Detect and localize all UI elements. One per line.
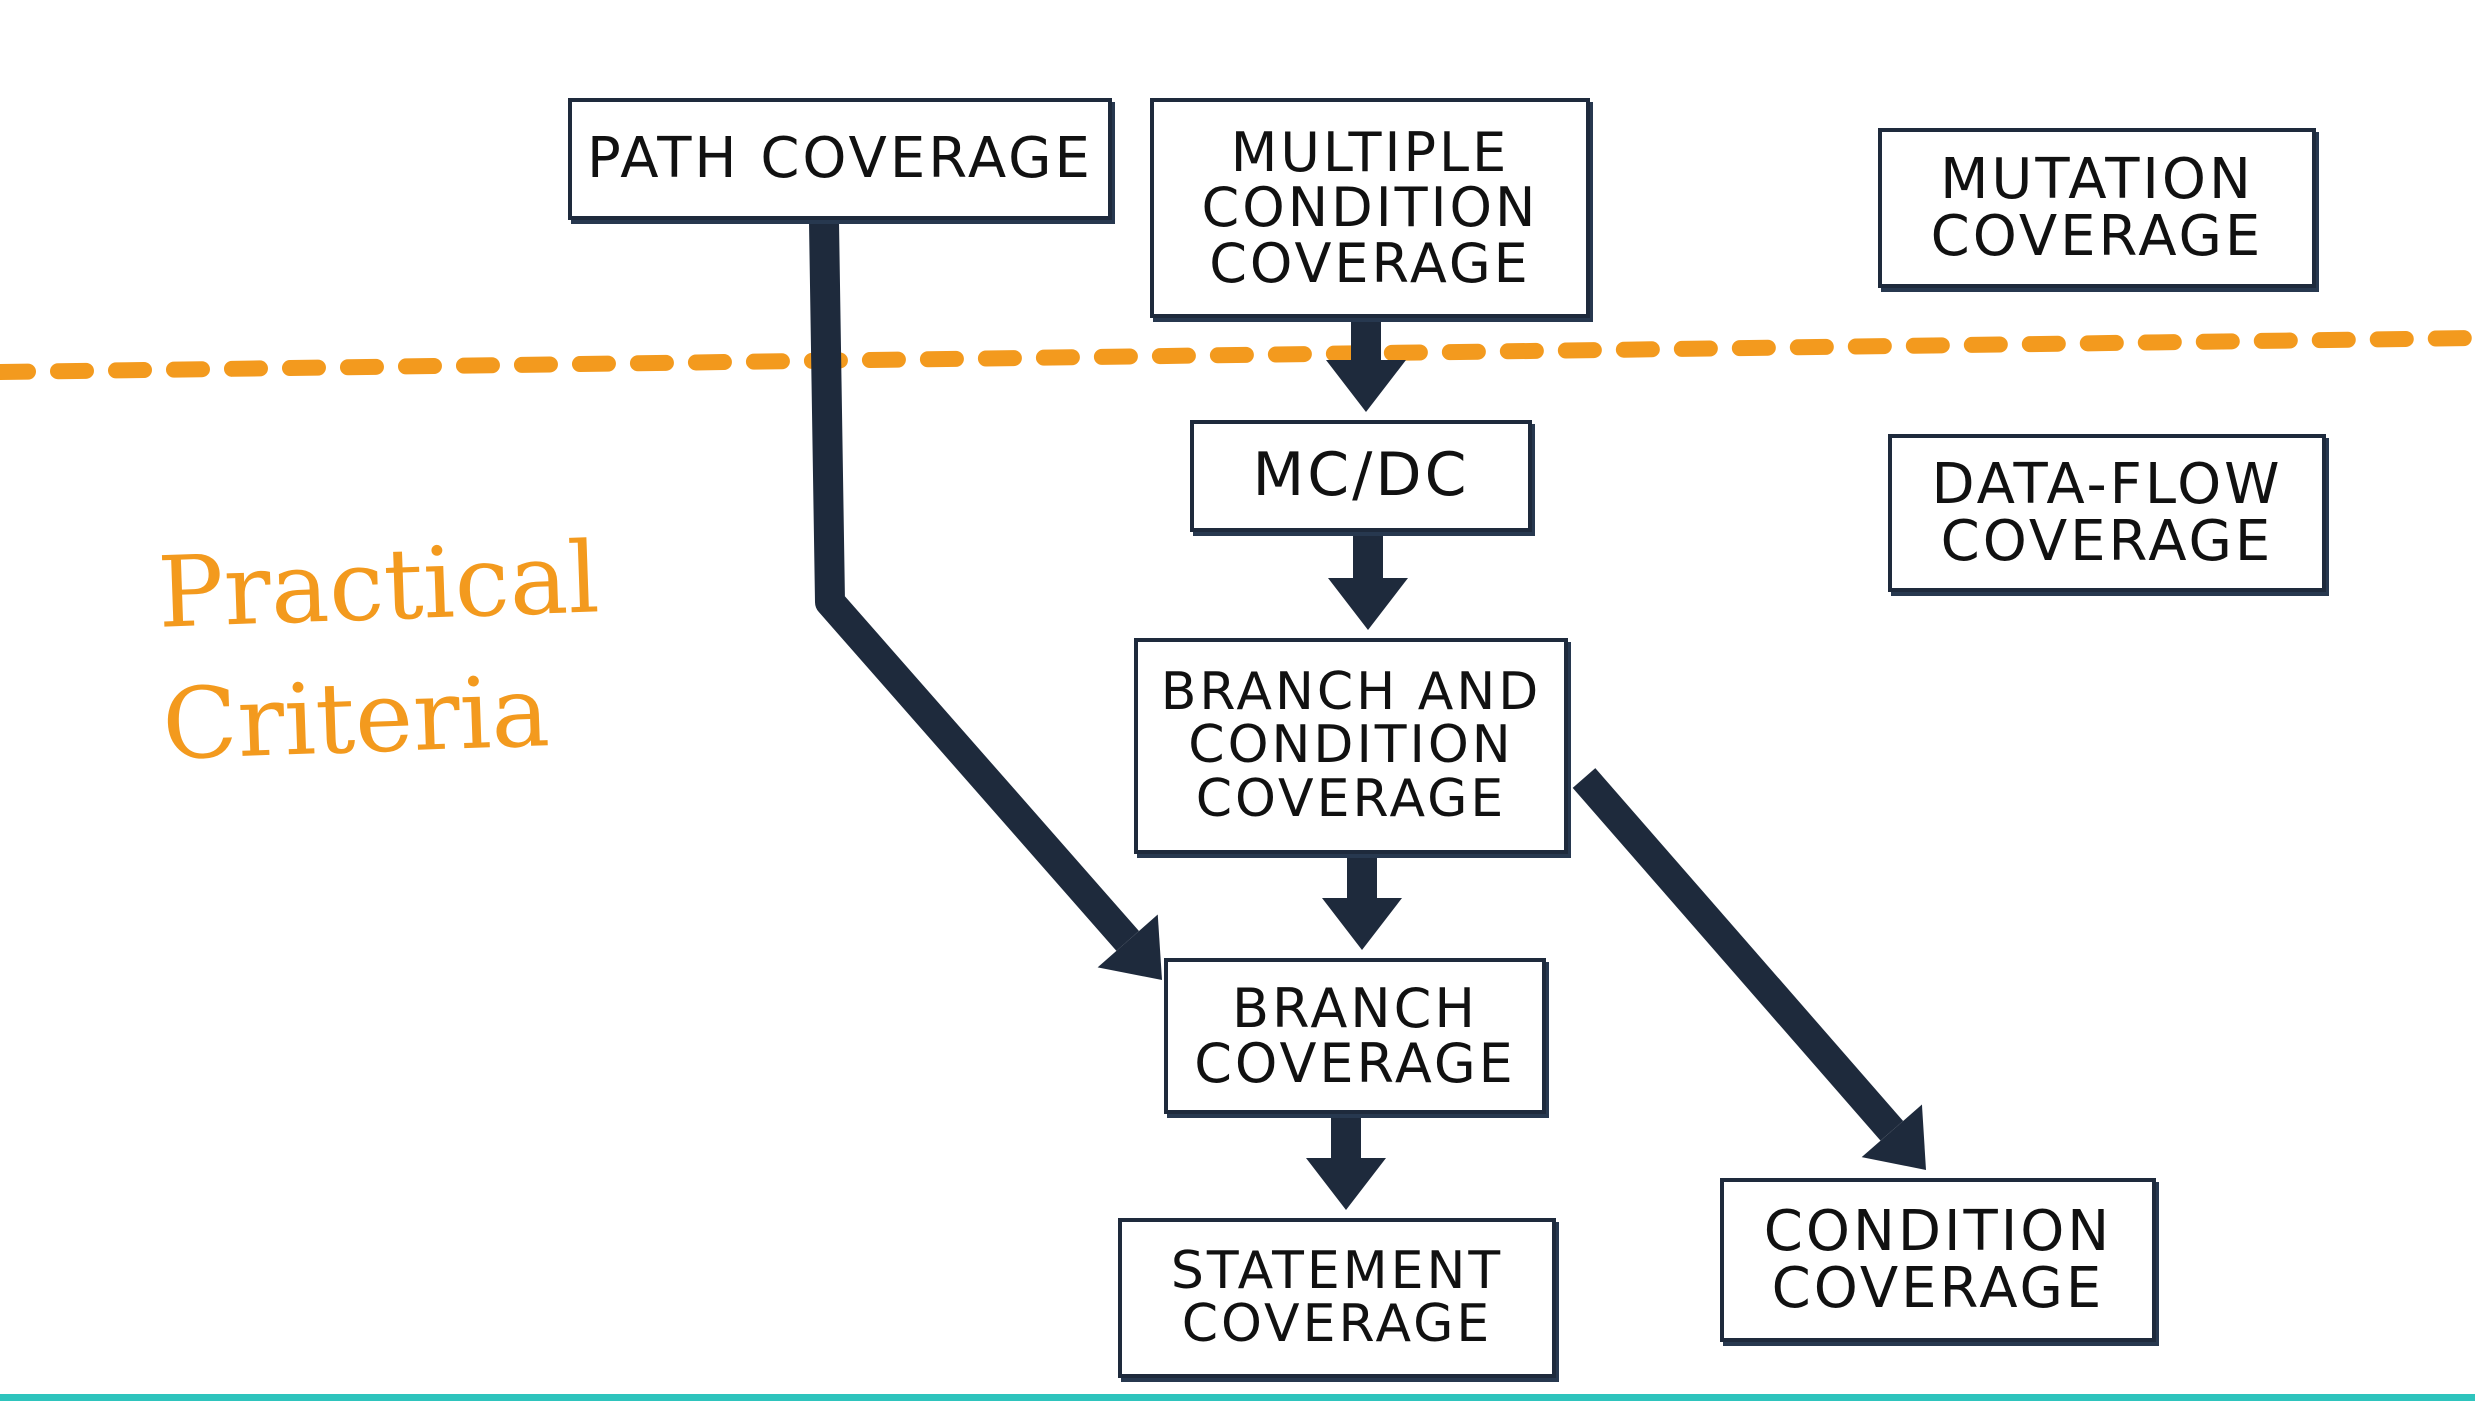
edge-bcc-to-condition-shaft (1572, 768, 1904, 1141)
edge-mcdc-to-bcc-arrowhead (1328, 578, 1408, 630)
edge-path-to-branch-shaft (809, 221, 1139, 951)
node-multiple-condition-coverage: MULTIPLE CONDITION COVERAGE (1150, 98, 1590, 318)
edge-path-to-branch-arrowhead (1097, 914, 1162, 980)
edge-bcc-to-condition-arrowhead (1861, 1104, 1926, 1170)
edge-mcc-to-mcdc-arrowhead (1326, 360, 1406, 412)
node-branch-and-condition-coverage: BRANCH AND CONDITION COVERAGE (1134, 638, 1568, 854)
practical-divider-line (0, 330, 2475, 380)
edge-branch-to-statement-arrowhead (1306, 1158, 1386, 1210)
node-statement-coverage: STATEMENT COVERAGE (1118, 1218, 1556, 1378)
node-branch-coverage: BRANCH COVERAGE (1164, 958, 1546, 1114)
node-mutation-coverage: MUTATION COVERAGE (1878, 128, 2316, 288)
edge-layer (809, 221, 1926, 1210)
edge-bcc-to-branch-arrowhead (1322, 898, 1402, 950)
node-data-flow-coverage: DATA-FLOW COVERAGE (1888, 434, 2326, 592)
practical-criteria-annotation: Practical Criteria (155, 521, 602, 783)
node-path-coverage: PATH COVERAGE (568, 98, 1112, 220)
node-condition-coverage: CONDITION COVERAGE (1720, 1178, 2156, 1342)
bottom-accent-strip (0, 1394, 2475, 1401)
node-mc-dc: MC/DC (1190, 420, 1532, 532)
